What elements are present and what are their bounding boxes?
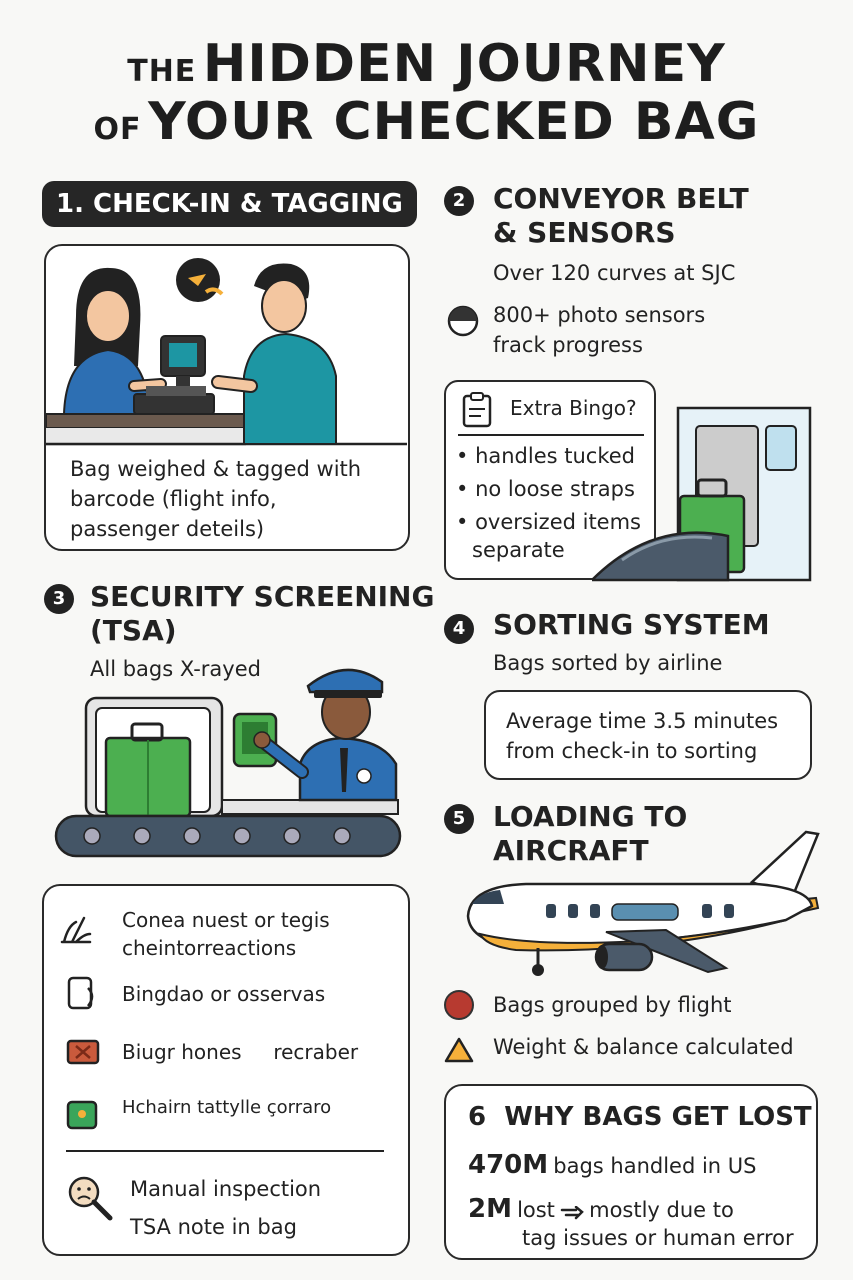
callout-text: Average time 3.5 minutes from check-in t… (506, 706, 778, 766)
section4-number: 4 (444, 614, 474, 644)
conveyor-machine-illustration (592, 406, 812, 582)
bag-icon (67, 976, 94, 1010)
security-divider (66, 1150, 384, 1152)
title-line-1: THE HIDDEN JOURNEY (0, 34, 853, 94)
xray-scanner-illustration (54, 668, 402, 858)
airplane-illustration (466, 830, 820, 976)
fact-line: frack progress (493, 333, 643, 357)
section3-number: 3 (44, 584, 74, 614)
title-the: THE (127, 54, 197, 89)
heading-line: LOADING TO (493, 800, 688, 833)
caption-line: Bag weighed & tagged with (70, 457, 362, 481)
checklist-divider (458, 434, 644, 436)
green-tag-icon (66, 1100, 98, 1130)
checklist-item: handles tucked (456, 440, 641, 473)
section2-fact1: Over 120 curves at SJC (493, 261, 736, 285)
section3-heading: SECURITY SCREENING (TSA) (90, 580, 434, 648)
stat1-value: 470M (468, 1150, 549, 1180)
stat2-text-3: tag issues or human error (522, 1226, 794, 1250)
section4-heading: SORTING SYSTEM (493, 608, 770, 641)
stat-2m: 2M lost mostly due to (468, 1194, 734, 1224)
section1-card: Bag weighed & tagged with barcode (fligh… (44, 244, 410, 551)
section5-fact2: Weight & balance calculated (493, 1035, 794, 1059)
red-tag-icon (66, 1039, 100, 1065)
swoosh-arrow-icon (560, 1205, 584, 1219)
checklist: handles tucked no loose straps oversized… (456, 440, 641, 539)
section3-subtitle: All bags X-rayed (90, 657, 261, 681)
section4-subtitle: Bags sorted by airline (493, 651, 723, 675)
section6-heading: 6 WHY BAGS GET LOST (468, 1102, 812, 1132)
sensor-icon (447, 305, 479, 337)
warning-triangle-icon (444, 1037, 474, 1063)
bag-checklist-card: Extra Bingo? handles tucked no loose str… (444, 380, 656, 580)
caption-line: barcode (flight info, (70, 487, 277, 511)
footer-line: Manual inspection (130, 1177, 322, 1201)
section2-fact2: 800+ photo sensors frack progress (493, 300, 705, 360)
stat2-text-2: mostly due to (589, 1198, 734, 1222)
sorting-time-callout: Average time 3.5 minutes from check-in t… (484, 690, 812, 780)
security-item-1: Conea nuest or tegis cheintorreactions (122, 906, 330, 962)
section5-number: 5 (444, 804, 474, 834)
footer-line: TSA note in bag (130, 1215, 297, 1239)
checklist-item: oversized items (456, 506, 641, 539)
stat-470m: 470M bags handled in US (468, 1150, 757, 1180)
checklist-item: no loose straps (456, 473, 641, 506)
section2-heading: CONVEYOR BELT & SENSORS (493, 182, 749, 250)
check-in-illustration (46, 258, 407, 446)
title-line-2: OF YOUR CHECKED BAG (0, 92, 853, 152)
security-item-3: Biugr hones recraber (122, 1040, 359, 1064)
callout-line: from check-in to sorting (506, 739, 758, 763)
lost-bags-card: 6 WHY BAGS GET LOST 470M bags handled in… (444, 1084, 818, 1260)
title-of: OF (93, 112, 142, 147)
fact-line: 800+ photo sensors (493, 303, 706, 327)
section2-number: 2 (444, 186, 474, 216)
security-footer: Manual inspection TSA note in bag (130, 1170, 321, 1246)
title-hidden-journey: HIDDEN JOURNEY (202, 34, 726, 94)
callout-line: Average time 3.5 minutes (506, 709, 779, 733)
section1-caption: Bag weighed & tagged with barcode (fligh… (70, 454, 390, 544)
security-item-4: Hchairn tattylle çorraro (122, 1097, 332, 1118)
heading-line: (TSA) (90, 614, 177, 647)
section1-heading: 1. CHECK-IN & TAGGING (42, 181, 417, 227)
section5-heading: LOADING TO AIRCRAFT (493, 800, 687, 868)
checklist-item-continued: separate (472, 538, 565, 562)
section5-fact1: Bags grouped by flight (493, 993, 732, 1017)
hand-icon (60, 916, 92, 944)
stat2-text: lost (517, 1198, 555, 1222)
clipboard-icon (462, 392, 492, 428)
security-item-2: Bingdao or osservas (122, 982, 326, 1006)
stat2-value: 2M (468, 1194, 512, 1224)
caption-line: passenger deteils) (70, 517, 265, 541)
magnifier-icon (68, 1176, 113, 1221)
stat1-text: bags handled in US (553, 1154, 757, 1178)
checklist-title: Extra Bingo? (510, 396, 637, 420)
heading-line: AIRCRAFT (493, 834, 649, 867)
security-items-card: Conea nuest or tegis cheintorreactions B… (42, 884, 410, 1256)
heading-line: & SENSORS (493, 216, 676, 249)
item-line: cheintorreactions (122, 936, 297, 960)
heading-line: SECURITY SCREENING (90, 580, 435, 613)
item-line: Conea nuest or tegis (122, 908, 330, 932)
heading-line: CONVEYOR BELT (493, 182, 749, 215)
red-dot-icon (444, 990, 474, 1020)
title-checked-bag: YOUR CHECKED BAG (148, 92, 760, 152)
